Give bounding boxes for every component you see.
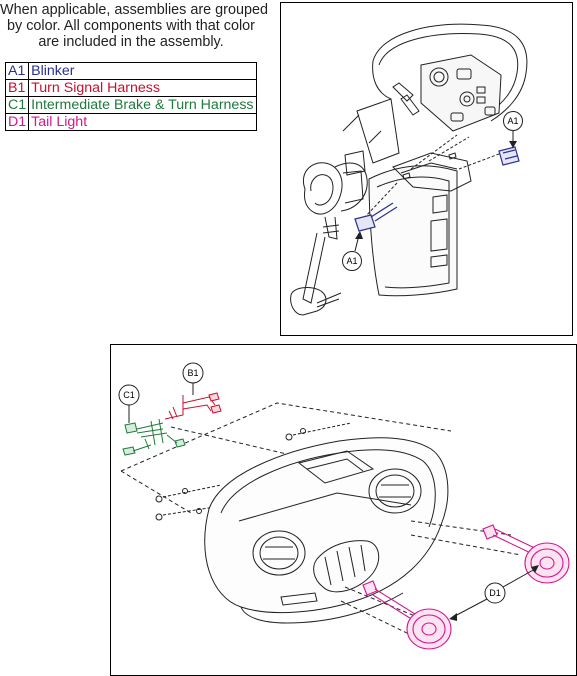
callout-b1: B1 [182, 362, 204, 395]
note-line: by color. All components with that color [7, 18, 255, 34]
callout-label: C1 [123, 390, 135, 400]
tiller-diagram-frame: A1 A1 [280, 2, 573, 336]
callout-c1: C1 [118, 384, 140, 423]
intermediate-brake-turn-harness [122, 418, 186, 456]
rear-body-drawing: B1 C1 D1 [118, 362, 570, 650]
legend-label: Turn Signal Harness [28, 79, 257, 97]
callout-a1-left: A1 [342, 231, 363, 271]
legend-label: Intermediate Brake & Turn Harness [28, 96, 257, 114]
callout-label: B1 [187, 368, 198, 378]
rear-lighting-diagram-frame: B1 C1 D1 [110, 344, 577, 676]
legend-label: Blinker [28, 62, 257, 80]
legend-code: D1 [4, 113, 30, 131]
legend-row-blinker: A1 Blinker [4, 62, 257, 80]
legend-code: C1 [4, 96, 30, 114]
callout-label: A1 [346, 256, 357, 266]
legend-code: A1 [4, 62, 30, 80]
legend-label: Tail Light [28, 113, 257, 131]
legend-row-intermediate-harness: C1 Intermediate Brake & Turn Harness [4, 96, 257, 114]
parts-legend-table: A1 Blinker B1 Turn Signal Harness C1 Int… [4, 62, 257, 131]
assembly-color-note: When applicable, assemblies are grouped … [0, 2, 268, 50]
tiller-assembly-drawing: A1 A1 [290, 23, 528, 316]
legend-code: B1 [4, 79, 30, 97]
callout-label: A1 [507, 116, 518, 126]
legend-row-turn-signal-harness: B1 Turn Signal Harness [4, 79, 257, 97]
note-line: When applicable, assemblies are grouped [0, 2, 268, 18]
note-line: are included in the assembly. [38, 34, 224, 50]
turn-signal-harness [164, 392, 222, 420]
blinker-right [498, 146, 520, 166]
callout-label: D1 [489, 588, 501, 598]
blinker-left [354, 214, 376, 232]
callout-d1: D1 [449, 565, 539, 621]
legend-row-tail-light: D1 Tail Light [4, 113, 257, 131]
tail-light-assembly [362, 524, 570, 650]
callout-a1-right: A1 [503, 111, 523, 148]
